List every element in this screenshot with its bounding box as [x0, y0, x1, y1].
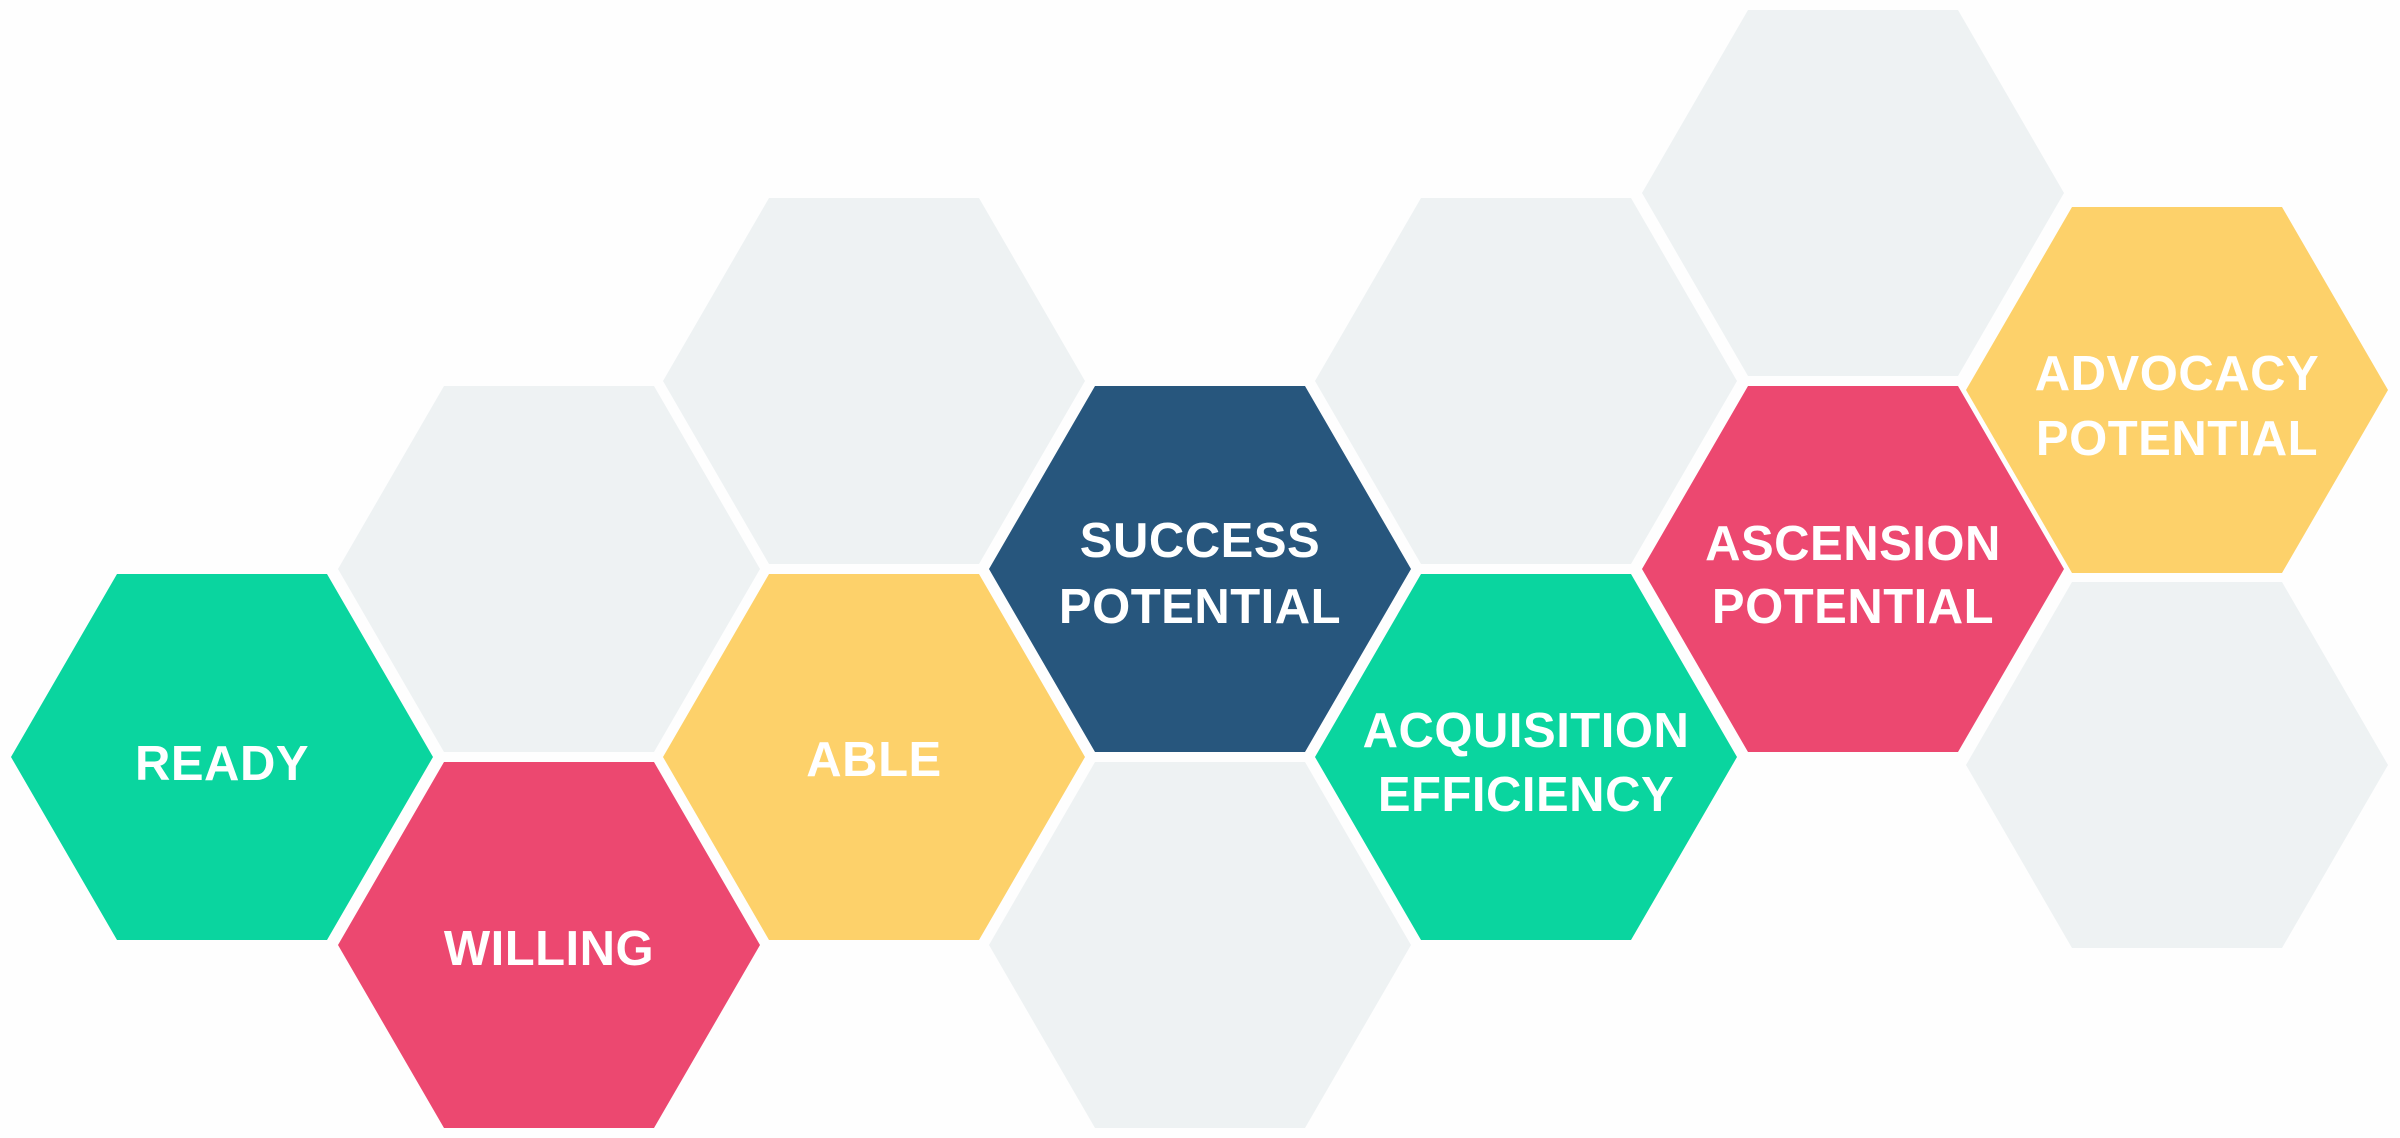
- hex-tile-empty: [1966, 582, 2388, 948]
- hexagon-shape: [1315, 198, 1737, 564]
- hex-label-line: ABLE: [806, 733, 941, 787]
- hex-tile-able: ABLE: [663, 574, 1085, 940]
- hex-label-line: SUCCESS: [1080, 514, 1320, 568]
- hexagon-shape: [338, 386, 760, 752]
- hex-tile-empty: [663, 198, 1085, 564]
- hex-tile-success-potential: SUCCESS POTENTIAL: [989, 386, 1411, 752]
- hexagon-shape: [663, 198, 1085, 564]
- hexagon-shape: [1315, 574, 1737, 940]
- hexagon-shape: [1642, 10, 2064, 376]
- hex-label-line: ADVOCACY: [2035, 347, 2319, 401]
- hexagon-shape: [989, 386, 1411, 752]
- hex-tile-empty: [338, 386, 760, 752]
- hex-tile-empty: [989, 762, 1411, 1128]
- hex-tile-acquisition-efficiency: ACQUISITION EFFICIENCY: [1315, 574, 1737, 940]
- hex-tile-ascension-potential: ASCENSION POTENTIAL: [1642, 386, 2064, 752]
- hex-label-line: POTENTIAL: [1059, 580, 1341, 634]
- hexagon-shape: [1966, 582, 2388, 948]
- hex-tile-willing: WILLING: [338, 762, 760, 1128]
- hex-tile-empty: [1642, 10, 2064, 376]
- hexagon-shape: [1966, 207, 2388, 573]
- hex-tile-ready: READY: [11, 574, 433, 940]
- hex-label-line: POTENTIAL: [2036, 412, 2318, 466]
- hexagon-shape: [989, 762, 1411, 1128]
- hex-label-line: POTENTIAL: [1712, 580, 1994, 634]
- hexagon-shape: [1642, 386, 2064, 752]
- hexagon-shape: [11, 574, 433, 940]
- hex-label-line: READY: [135, 737, 309, 791]
- hexagon-shape: [663, 574, 1085, 940]
- hex-layer: READYWILLINGABLESUCCESSPOTENTIALACQUISIT…: [11, 10, 2388, 1128]
- hex-label-line: WILLING: [444, 922, 654, 976]
- hex-tile-empty: [1315, 198, 1737, 564]
- hex-tile-advocacy-potential: ADVOCACY POTENTIAL: [1966, 207, 2388, 573]
- hexagon-shape: [338, 762, 760, 1128]
- hex-label-line: ASCENSION: [1705, 517, 2001, 571]
- hex-label-line: EFFICIENCY: [1378, 768, 1674, 822]
- hex-label-line: ACQUISITION: [1363, 704, 1690, 758]
